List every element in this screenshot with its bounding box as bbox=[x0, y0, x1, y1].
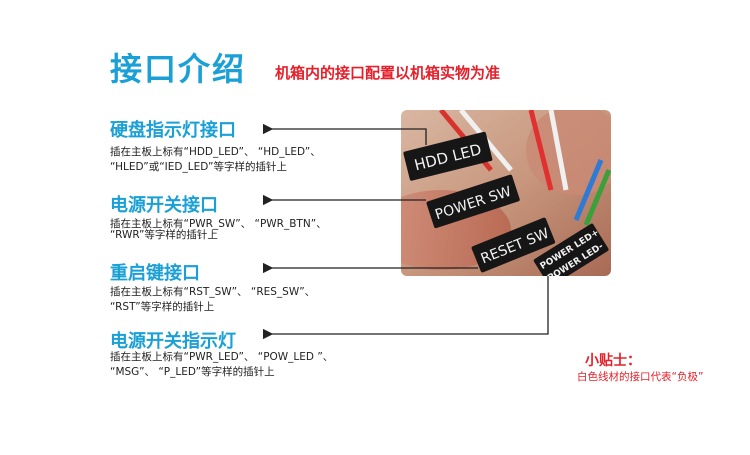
page-title: 接口介绍 bbox=[110, 50, 247, 88]
connector-illustration: HDD LED POWER SW RESET SW POWER LED+ POW… bbox=[401, 110, 611, 276]
pointer-line-hdd-led bbox=[262, 123, 427, 145]
item-desc-line: “RST”等字样的插针上 bbox=[110, 301, 215, 313]
wire bbox=[548, 110, 569, 191]
item-desc-reset-sw: 插在主板上标有“RST_SW”、 “RES_SW”、 “RST”等字样的插针上 bbox=[110, 285, 360, 315]
tip-title: 小贴士： bbox=[585, 353, 641, 369]
item-desc-line: “MSG”、 “P_LED”等字样的插针上 bbox=[110, 366, 275, 378]
wire bbox=[528, 110, 554, 191]
item-desc-hdd-led: 插在主板上标有“HDD_LED”、 “HD_LED”、 “HLED”或“IED_… bbox=[110, 145, 360, 175]
item-desc-line: 插在主板上标有“HDD_LED”、 “HD_LED”、 bbox=[110, 146, 321, 158]
item-desc-line: 插在主板上标有“RST_SW”、 “RES_SW”、 bbox=[110, 286, 316, 298]
item-desc-power-led: 插在主板上标有“PWR_LED”、 “POW_LED ”、 “MSG”、 “P_… bbox=[110, 350, 360, 380]
page-subtitle: 机箱内的接口配置以机箱实物为准 bbox=[275, 64, 501, 82]
item-title-hdd-led: 硬盘指示灯接口 bbox=[110, 120, 236, 141]
wire bbox=[573, 159, 604, 221]
wire bbox=[583, 169, 611, 226]
item-desc-line: 插在主板上标有“PWR_LED”、 “POW_LED ”、 bbox=[110, 351, 334, 363]
pointer-line-power-led bbox=[262, 276, 549, 340]
item-title-power-led: 电源开关指示灯 bbox=[110, 331, 236, 352]
item-desc-line: “HLED”或“IED_LED”等字样的插针上 bbox=[110, 161, 287, 173]
item-title-power-sw: 电源开关接口 bbox=[110, 195, 218, 216]
item-desc-power-sw: 插在主板上标有“PWR_SW”、 “PWR_BTN”、 “RWR”等字样的插针上 bbox=[110, 217, 360, 243]
tip-text: 白色线材的接口代表“负极” bbox=[577, 371, 704, 383]
connector-photo: HDD LED POWER SW RESET SW POWER LED+ POW… bbox=[401, 110, 611, 276]
item-desc-line: 插在主板上标有“PWR_SW”、 “PWR_BTN”、 bbox=[110, 218, 327, 230]
item-desc-line: “RWR”等字样的插针上 bbox=[110, 229, 218, 241]
item-title-reset-sw: 重启键接口 bbox=[110, 263, 200, 284]
